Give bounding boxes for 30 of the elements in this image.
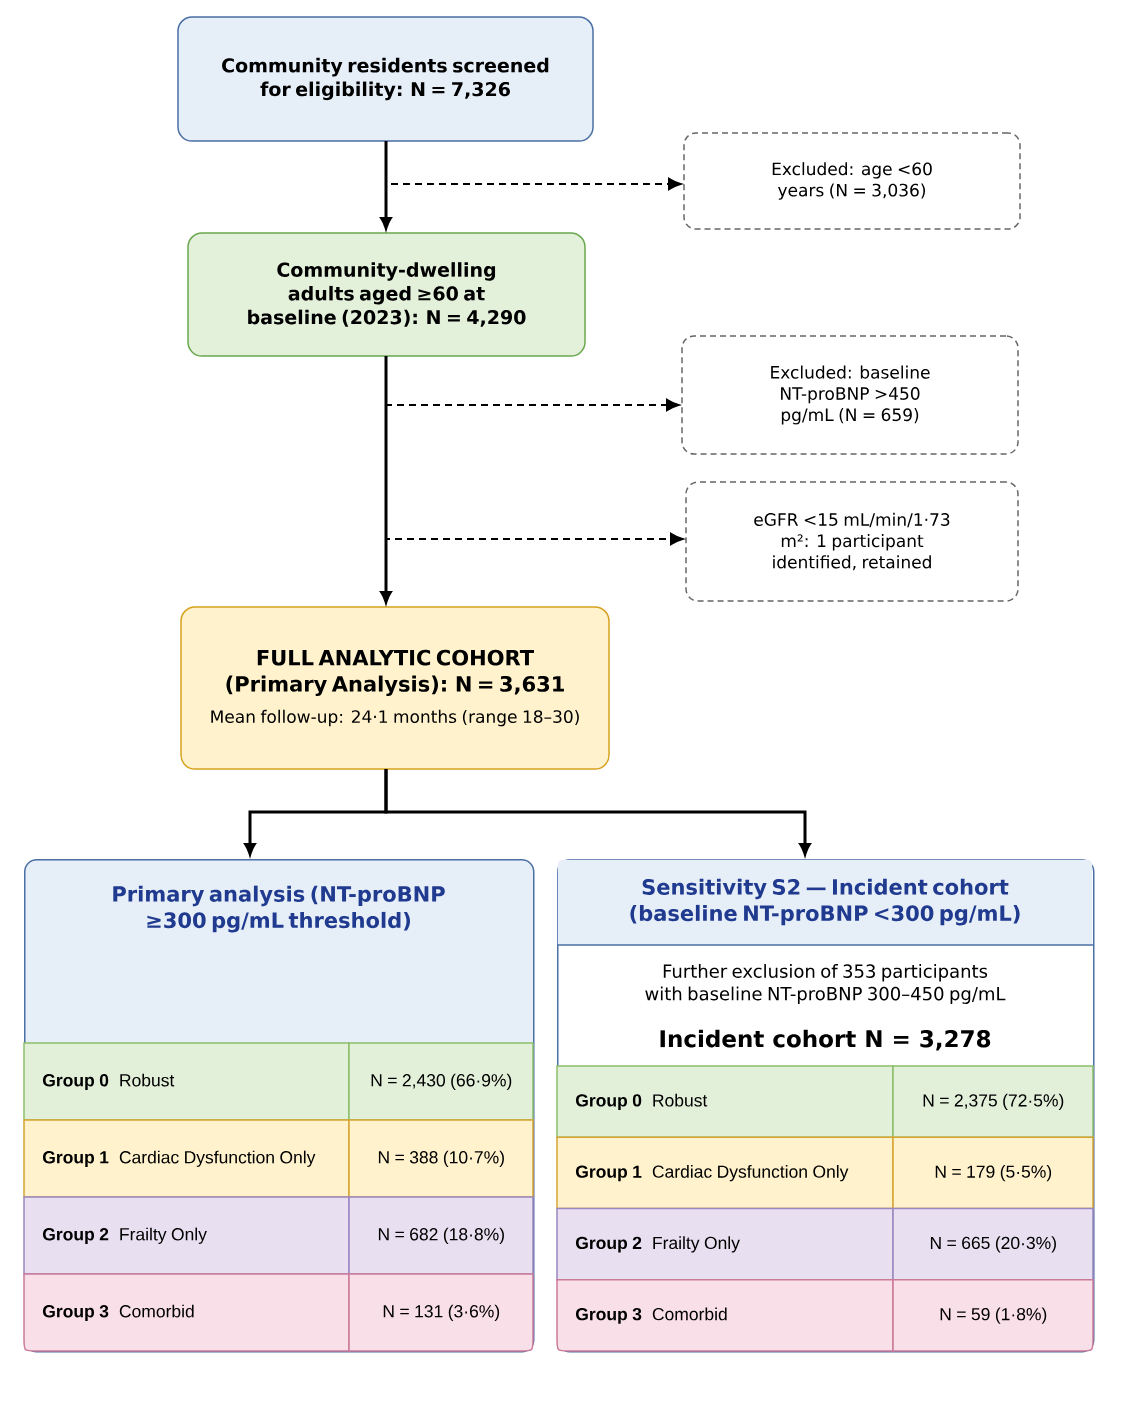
table-cell: Group 1 Cardiac Dysfunction Only <box>556 1136 894 1210</box>
note-text: Further exclusion of 353 participants with baseline NT-proBNP 300–450 pg/mL <box>645 964 1006 1004</box>
table-cell: Group 1 Cardiac Dysfunction Only <box>23 1119 350 1198</box>
panel-heading: Sensitivity S2 — Incident cohort (baseline NT-proBNP <300 pg/mL) <box>630 878 1020 926</box>
table-cell: N = 2,430 (66·9%) <box>348 1042 534 1121</box>
dashed-arrow <box>385 140 682 191</box>
exclusion-box: eGFR <15 mL/min/1·73 m²: 1 participant identified, retained <box>685 481 1019 602</box>
table-cell: N = 59 (1·8%) <box>892 1279 1094 1352</box>
arrow <box>384 769 811 856</box>
table-cell: N = 682 (18·8%) <box>348 1196 534 1275</box>
table-cell: N = 665 (20·3%) <box>892 1207 1094 1281</box>
exclusion-box: Excluded: baseline NT-proBNP >450 pg/mL (N = 659) <box>681 335 1019 455</box>
table-cell: N = 131 (3·6%) <box>348 1273 534 1352</box>
exclusion-box: Excluded: age <60 years (N = 3,036) <box>683 132 1021 230</box>
table-cell: N = 179 (5·5%) <box>892 1136 1094 1210</box>
panel-heading: Primary analysis (NT-proBNP ≥300 pg/mL threshold) <box>113 885 445 933</box>
cohort-count: Incident cohort N = 3,278 <box>660 1029 991 1051</box>
process-box: Community-dwelling adults aged ≥60 at baseline (2023): N = 4,290 <box>187 232 586 357</box>
process-box: FULL ANALYTIC COHORT (Primary Analysis): N = 3,631 Mean follow-up: 24·1 months (range 18–30) <box>180 606 610 770</box>
table-cell: Group 2 Frailty Only <box>556 1207 894 1281</box>
arrow <box>380 356 392 604</box>
table-cell: Group 3 Comorbid <box>556 1279 894 1352</box>
table-cell: Group 0 Robust <box>23 1042 350 1121</box>
process-box: Community residents screened for eligibility: N = 7,326 <box>177 16 594 142</box>
table-cell: N = 388 (10·7%) <box>348 1119 534 1198</box>
table-cell: Group 2 Frailty Only <box>23 1196 350 1275</box>
table-cell: Group 3 Comorbid <box>23 1273 350 1352</box>
table-cell: N = 2,375 (72·5%) <box>892 1065 1094 1138</box>
table-cell: Group 0 Robust <box>556 1065 894 1138</box>
arrow <box>380 141 392 230</box>
